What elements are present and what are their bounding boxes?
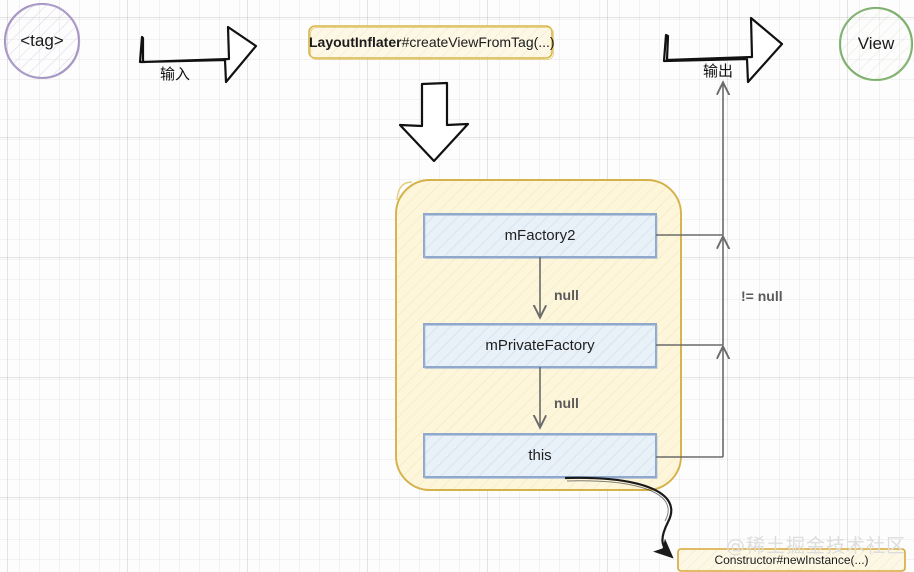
- factory-box-shape-2: [423, 433, 658, 479]
- title-label-shape: [308, 25, 554, 60]
- view-node-shape: [838, 6, 914, 82]
- output-arrow-shape: [662, 16, 784, 84]
- constructor-curve-arrow: [564, 476, 674, 559]
- factory-box-shape-1: [423, 323, 658, 369]
- input-arrow-shape: [138, 25, 258, 84]
- constructor-box-shape: [677, 548, 906, 572]
- down-arrow-shape: [398, 81, 470, 163]
- factory-box-shape-0: [423, 213, 658, 259]
- tag-node-shape: [3, 2, 81, 80]
- notnull-connector-group: [656, 84, 723, 458]
